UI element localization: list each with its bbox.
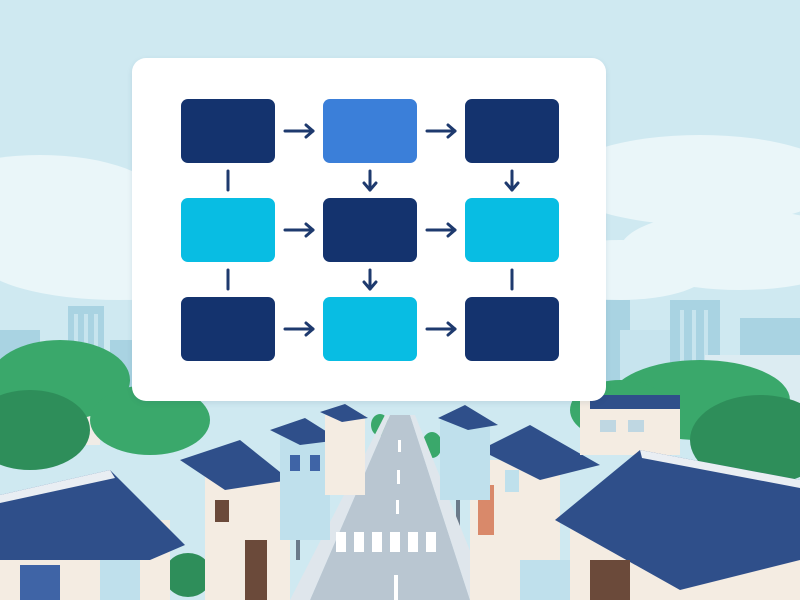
road: [310, 415, 470, 600]
flow-node-r2c3: [465, 198, 559, 262]
connector-r1c3-r2c3: [504, 169, 520, 192]
flow-node-r2c2: [323, 198, 417, 262]
flow-node-r1c2: [323, 99, 417, 163]
connector-r1c2-r2c2: [362, 169, 378, 192]
connector-r3c2-r3c3: [425, 321, 457, 337]
connector-r2c2-r2c3: [425, 222, 457, 238]
flow-node-r3c3: [465, 297, 559, 361]
road-markings: [336, 440, 436, 600]
houses-right: [438, 395, 800, 600]
connector-r3c1-r3c2: [283, 321, 315, 337]
flow-node-r3c1: [181, 297, 275, 361]
houses-left: [0, 404, 368, 600]
connector-r1c2-r1c3: [425, 123, 457, 139]
connector-r2c1-r2c2: [283, 222, 315, 238]
flow-node-r1c1: [181, 99, 275, 163]
flow-node-r2c1: [181, 198, 275, 262]
flow-node-r1c3: [465, 99, 559, 163]
flow-node-r3c2: [323, 297, 417, 361]
flowchart-card: [132, 58, 606, 401]
connector-r2c2-r3c2: [362, 268, 378, 291]
connector-r1c1-r1c2: [283, 123, 315, 139]
